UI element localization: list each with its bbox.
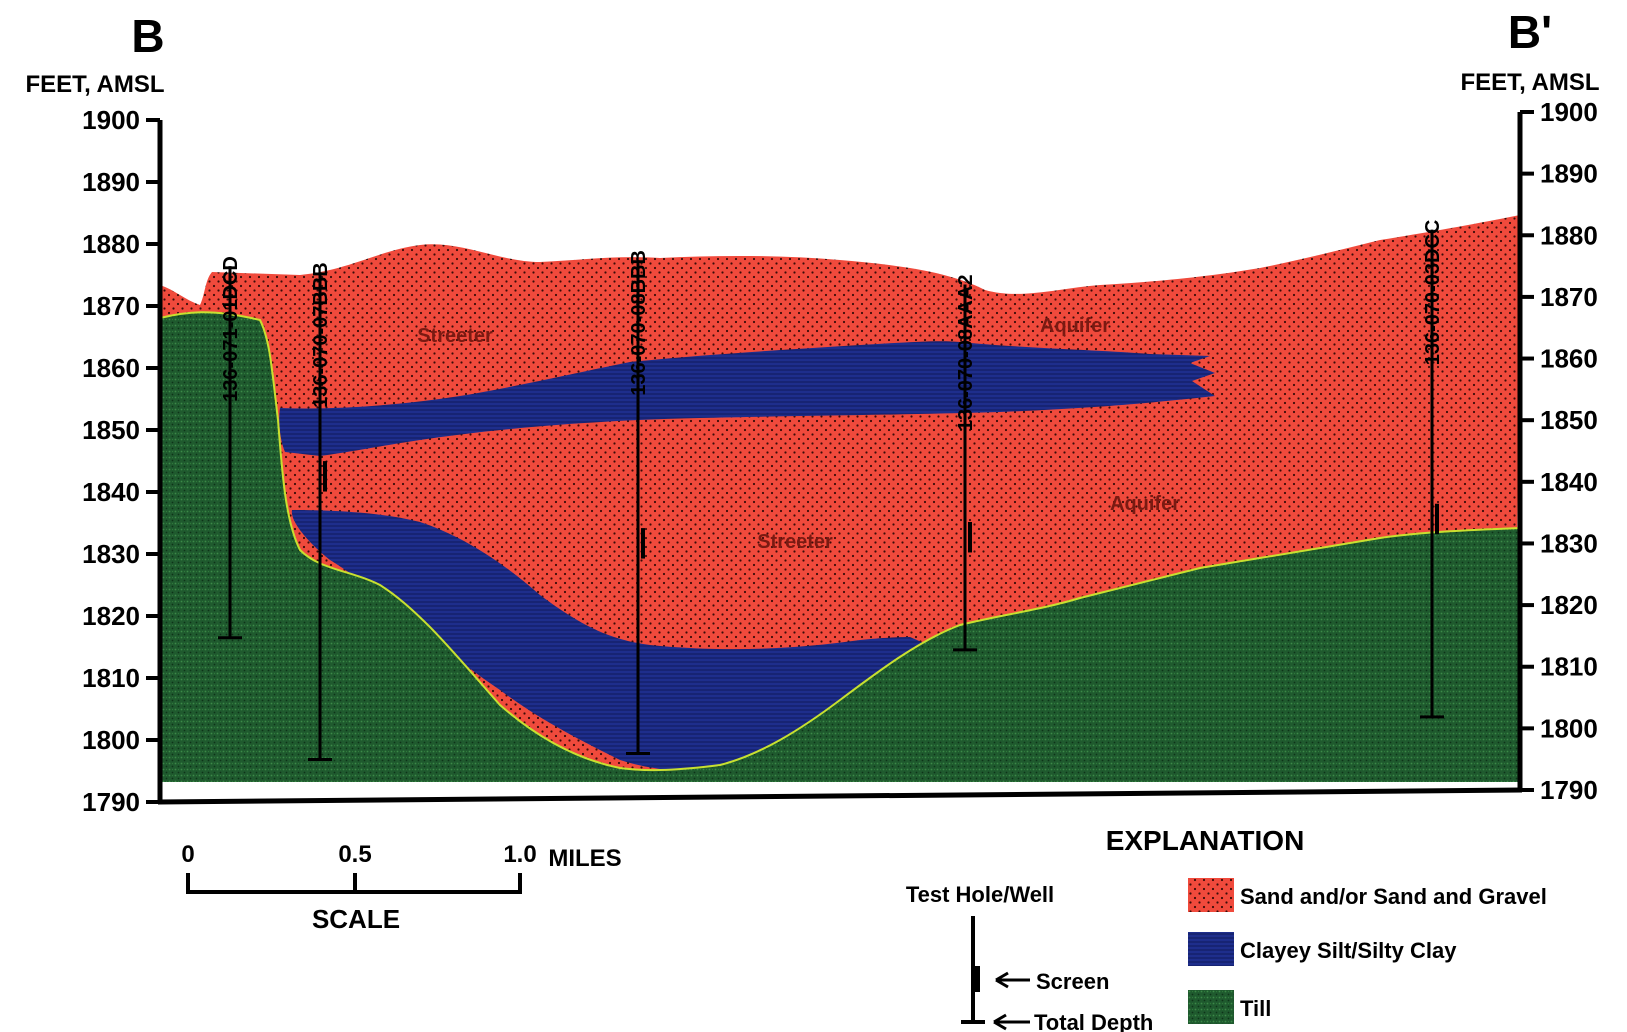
- screen-mark: [641, 528, 645, 559]
- left-axis-tick-label: 1880: [82, 229, 140, 259]
- scale-tick-label-0: 0: [181, 841, 194, 868]
- test-hole-name: 136-070-08BBB: [628, 250, 650, 396]
- left-axis-tick-label: 1830: [82, 539, 140, 569]
- section-label-left: B: [131, 10, 164, 62]
- explanation-title: EXPLANATION: [1106, 825, 1305, 856]
- test-hole: 136-071-01DCD: [218, 256, 242, 640]
- right-axis-tick-label: 1890: [1540, 159, 1598, 189]
- right-axis-tick-label: 1820: [1540, 590, 1598, 620]
- left-axis-tick-label: 1790: [82, 787, 140, 817]
- right-axis-tick-label: 1900: [1540, 97, 1598, 127]
- right-axis-tick-label: 1880: [1540, 220, 1598, 250]
- unit-label-aquifer-upper: Aquifer: [1040, 315, 1110, 337]
- left-axis-tick-label: 1840: [82, 477, 140, 507]
- left-axis-tick-label: 1870: [82, 291, 140, 321]
- clay-unit-upper: [279, 341, 1215, 456]
- scale-bar: 0 0.5 1.0 MILES SCALE: [181, 841, 621, 934]
- bottom-axis-line: [157, 787, 1523, 805]
- unit-label-aquifer-lower: Aquifer: [1110, 493, 1180, 515]
- depth-arrow-icon: [993, 1013, 1030, 1031]
- test-hole: 136-070-08BBB: [626, 250, 650, 755]
- left-axis-tick-label: 1820: [82, 601, 140, 631]
- left-elevation-axis: B FEET, AMSL 1900 1890 1880 1870 1860 1850 184…: [25, 10, 164, 817]
- legend-swatch-till: [1188, 990, 1234, 1024]
- right-axis-tick-label: 1830: [1540, 528, 1598, 558]
- right-axis-tick-label: 1810: [1540, 652, 1598, 682]
- test-hole: 136-070-03DCC: [1420, 220, 1444, 719]
- section-label-right: B': [1508, 6, 1552, 58]
- right-axis-title: FEET, AMSL: [1460, 69, 1599, 96]
- legend-swatch-clay: [1188, 932, 1234, 966]
- unit-label-streeter-upper: Streeter: [417, 325, 493, 347]
- screen-arrow-icon: [995, 971, 1030, 989]
- legend-screen-mark: [975, 966, 980, 992]
- scale-bar-line: [186, 873, 522, 894]
- scale-unit-label: MILES: [548, 845, 621, 872]
- clay-unit-lower: [291, 510, 940, 773]
- legend-depth-label: Total Depth: [1034, 1010, 1153, 1032]
- left-axis-tick-label: 1810: [82, 663, 140, 693]
- scale-tick-label-2: 1.0: [503, 841, 536, 868]
- screen-mark: [968, 522, 972, 553]
- right-axis-tick-label: 1870: [1540, 282, 1598, 312]
- geologic-units: Streeter Aquifer Streeter Aquifer: [159, 215, 1521, 782]
- till-unit: [160, 312, 1520, 782]
- test-hole: 136-070-08AAA2: [953, 274, 977, 652]
- right-axis-tick-label: 1860: [1540, 344, 1598, 374]
- left-axis-tick-label: 1890: [82, 167, 140, 197]
- legend-label-clay: Clayey Silt/Silty Clay: [1240, 938, 1457, 963]
- left-axis-tick-label: 1900: [82, 105, 140, 135]
- test-hole-name: 136-071-01DCD: [220, 256, 242, 402]
- right-axis-tick-label: 1790: [1540, 775, 1598, 805]
- test-hole: 136-070-07BBB: [308, 262, 332, 762]
- left-axis-title: FEET, AMSL: [25, 71, 164, 98]
- left-axis-tick-label: 1850: [82, 415, 140, 445]
- test-hole-name: 136-070-08AAA2: [955, 274, 977, 431]
- explanation-legend: EXPLANATION Test Hole/Well Screen Total …: [906, 825, 1547, 1032]
- screen-mark: [323, 461, 327, 492]
- legend-well-title: Test Hole/Well: [906, 882, 1054, 907]
- legend-label-till: Till: [1240, 996, 1271, 1021]
- legend-swatch-sand: [1188, 878, 1234, 912]
- scale-tick-label-1: 0.5: [338, 841, 371, 868]
- test-holes: 136-071-01DCD 136-070-07BBB 136-070-08BBB 1…: [218, 220, 1444, 762]
- screen-mark: [1435, 503, 1439, 535]
- legend-screen-label: Screen: [1036, 969, 1109, 994]
- scale-title: SCALE: [312, 904, 400, 934]
- left-axis-tick-label: 1860: [82, 353, 140, 383]
- legend-label-sand: Sand and/or Sand and Gravel: [1240, 884, 1547, 909]
- test-hole-name: 136-070-03DCC: [1422, 220, 1444, 366]
- right-axis-tick-label: 1850: [1540, 405, 1598, 435]
- test-hole-name: 136-070-07BBB: [310, 262, 332, 408]
- right-axis-tick-label: 1840: [1540, 467, 1598, 497]
- aquifer-base-contact: [159, 311, 1521, 772]
- right-elevation-axis: B' FEET, AMSL 1900 1890 1880 1870 1860 1850 18…: [1460, 6, 1599, 805]
- left-axis-tick-label: 1800: [82, 725, 140, 755]
- unit-label-streeter-lower: Streeter: [757, 531, 833, 553]
- right-axis-tick-label: 1800: [1540, 713, 1598, 743]
